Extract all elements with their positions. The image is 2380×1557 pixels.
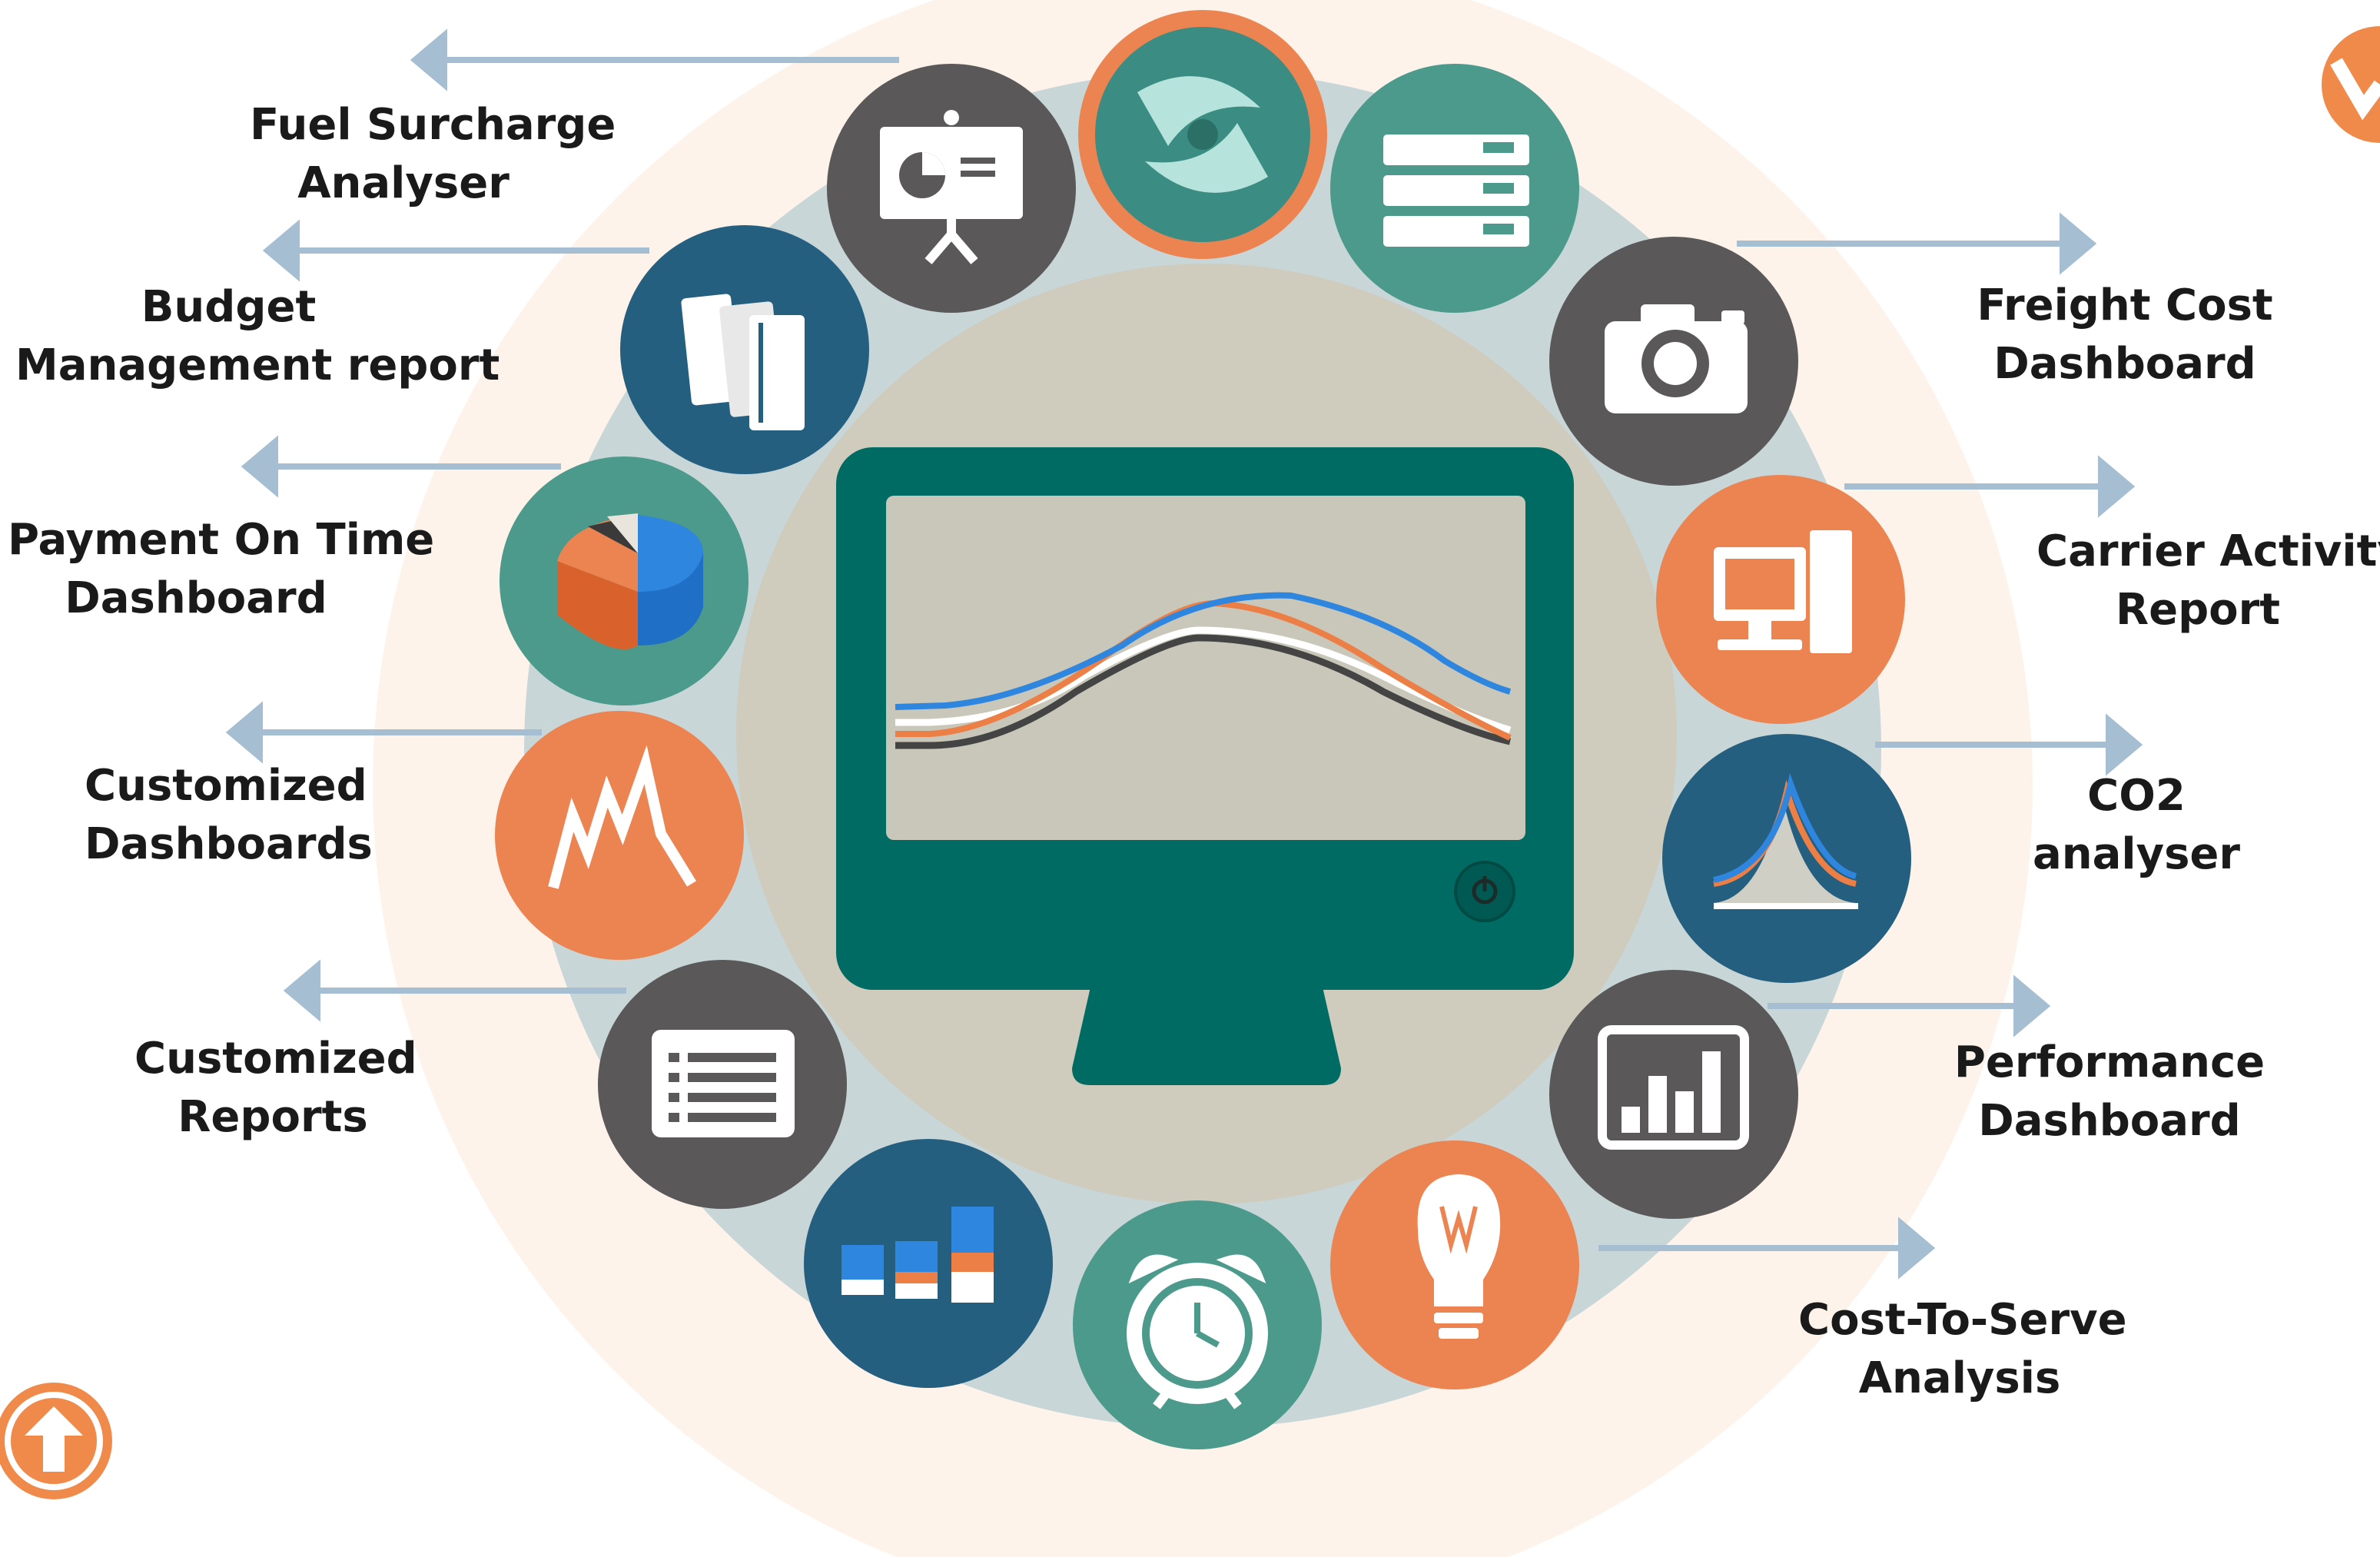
bar-chart-icon bbox=[1549, 970, 1798, 1219]
arrow-custom-reports bbox=[283, 959, 320, 1022]
label-line: Analysis bbox=[1858, 1353, 2061, 1403]
arrow-carrier bbox=[2098, 455, 2136, 518]
label-line: Report bbox=[2115, 585, 2281, 635]
scroll-down-icon[interactable] bbox=[2322, 26, 2380, 143]
arrow-fuel-surcharge bbox=[410, 28, 447, 91]
label-line: CO2 bbox=[2087, 771, 2186, 821]
label-line: Freight Cost bbox=[1977, 281, 2273, 330]
arrow-payment bbox=[241, 435, 278, 498]
books-icon bbox=[620, 225, 869, 474]
label-freight-cost-dashboard: Freight Cost Dashboard bbox=[1975, 277, 2275, 393]
label-line: Carrier Activity bbox=[2036, 526, 2380, 576]
logo-icon bbox=[1078, 10, 1327, 259]
label-co2-analyser: CO2 analyser bbox=[2013, 767, 2259, 884]
screen-line-blue bbox=[895, 592, 1512, 710]
pie-chart-3d-icon bbox=[500, 456, 749, 705]
label-customized-dashboards: Customized Dashboards bbox=[85, 757, 373, 874]
label-cost-to-serve-analysis: Cost-To-Serve Analysis bbox=[1798, 1291, 2127, 1408]
stacked-blocks-icon bbox=[804, 1139, 1053, 1388]
label-line: Payment On Time bbox=[8, 515, 435, 565]
label-line: Reports bbox=[178, 1092, 368, 1142]
label-line: Dashboard bbox=[1993, 339, 2256, 389]
lightbulb-icon bbox=[1330, 1140, 1579, 1389]
left-arrows bbox=[225, 28, 899, 1022]
label-carrier-activity-report: Carrier Activity Report bbox=[2036, 523, 2380, 639]
presentation-icon bbox=[827, 64, 1076, 313]
label-line: Dashboard bbox=[1978, 1096, 2241, 1146]
label-budget-management-report: Budget Management report bbox=[15, 278, 500, 395]
label-line: Analyser bbox=[297, 158, 510, 208]
label-fuel-surcharge-analyser: Fuel Surcharge Analyser bbox=[250, 96, 616, 213]
arrow-cost-to-serve bbox=[1898, 1217, 1936, 1280]
monitor-stand bbox=[1072, 984, 1341, 1085]
right-arrows bbox=[1598, 212, 2143, 1280]
arrow-custom-dash bbox=[225, 701, 263, 764]
label-line: analyser bbox=[2032, 829, 2241, 879]
label-customized-reports: Customized Reports bbox=[134, 1030, 417, 1147]
label-line: Dashboards bbox=[85, 819, 373, 869]
arrow-freight bbox=[2060, 212, 2097, 275]
camera-icon bbox=[1549, 237, 1798, 486]
monitor-screen bbox=[886, 496, 1525, 840]
arrow-budget bbox=[262, 219, 300, 282]
label-line: Dashboard bbox=[65, 573, 327, 623]
monitor-illustration bbox=[836, 447, 1574, 1085]
label-performance-dashboard: Performance Dashboard bbox=[1952, 1034, 2267, 1150]
desktop-computer-icon bbox=[1656, 475, 1905, 724]
label-line: Performance bbox=[1953, 1037, 2265, 1087]
arrow-co2 bbox=[2106, 713, 2143, 776]
server-icon bbox=[1330, 64, 1579, 313]
scroll-up-icon[interactable] bbox=[0, 1383, 112, 1499]
area-chart-icon bbox=[1662, 734, 1911, 983]
alarm-clock-icon bbox=[1073, 1200, 1322, 1449]
label-line: Budget bbox=[141, 282, 317, 332]
label-line: Management report bbox=[15, 340, 500, 390]
label-payment-on-time-dashboard: Payment On Time Dashboard bbox=[8, 511, 435, 628]
line-chart-icon bbox=[495, 711, 744, 960]
label-line: Customized bbox=[85, 761, 367, 811]
arrow-performance bbox=[2013, 974, 2051, 1037]
screen-line-gray bbox=[895, 634, 1512, 749]
label-line: Fuel Surcharge bbox=[250, 100, 616, 150]
list-report-icon bbox=[598, 960, 847, 1209]
label-line: Customized bbox=[134, 1034, 417, 1084]
label-line: Cost-To-Serve bbox=[1798, 1295, 2127, 1345]
